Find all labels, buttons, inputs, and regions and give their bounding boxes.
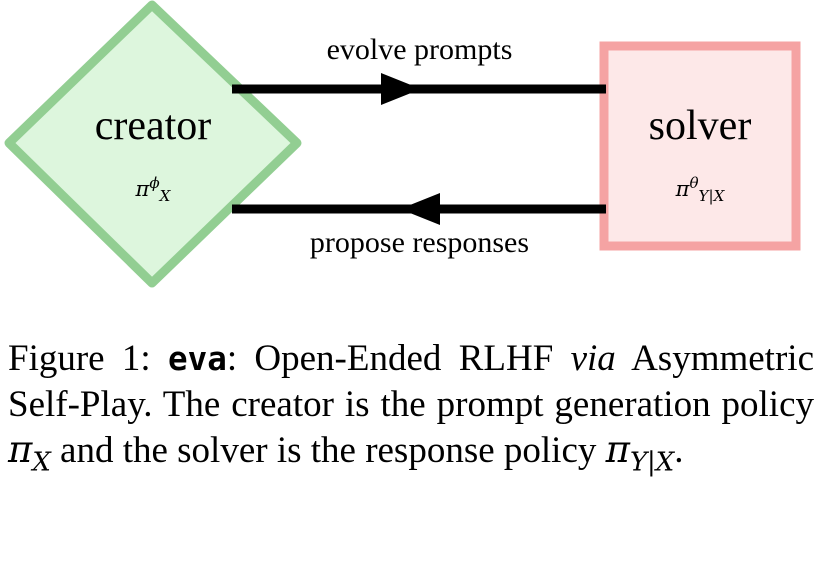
caption-pi-x-subscript: X <box>32 447 51 478</box>
solver-node-title: solver <box>648 103 752 149</box>
caption-line2: Asymmetric Self-Play. The creator is the… <box>8 338 814 425</box>
caption-figure-prefix: Figure 1: <box>8 338 169 379</box>
caption-mid: and the solver is the response policy <box>50 430 606 471</box>
caption-end: . <box>674 430 684 471</box>
caption-pi-x: πX <box>8 428 51 477</box>
edge-label-propose-responses: propose responses <box>309 226 530 259</box>
figure-caption: Figure 1: eva: Open-Ended RLHF via Asymm… <box>8 336 814 485</box>
edge-label-evolve-prompts: evolve prompts <box>326 33 513 66</box>
creator-pi-superscript: ϕ <box>149 174 160 192</box>
caption-pi-yx-subscript: Y|X <box>629 447 675 478</box>
caption-pi-yx: πY|X <box>605 428 675 477</box>
edge-propose-responses-arrow <box>232 193 606 225</box>
creator-pi-subscript: X <box>159 187 171 206</box>
solver-pi-subscript: Y|X <box>698 187 725 206</box>
creator-policy-notation: πϕX <box>8 174 298 206</box>
edge-evolve-prompts-arrow <box>232 73 606 105</box>
solver-pi-symbol: π <box>675 177 690 201</box>
diagram-canvas <box>4 0 801 288</box>
solver-pi-superscript: θ <box>689 174 699 192</box>
figure-diagram: creator πϕX solver πθY|X evolve prompts … <box>4 0 801 288</box>
solver-box-shape <box>599 41 801 251</box>
caption-after-name: : Open-Ended RLHF <box>226 338 571 379</box>
caption-pi-x-symbol: π <box>8 428 33 471</box>
caption-via-italic: via <box>570 338 616 379</box>
creator-pi-symbol: π <box>135 177 150 201</box>
caption-pi-yx-symbol: π <box>605 428 630 471</box>
creator-node-title: creator <box>94 103 212 149</box>
solver-policy-notation: πθY|X <box>600 174 800 206</box>
creator-diamond-shape <box>4 0 302 288</box>
caption-method-name: eva <box>168 340 227 378</box>
